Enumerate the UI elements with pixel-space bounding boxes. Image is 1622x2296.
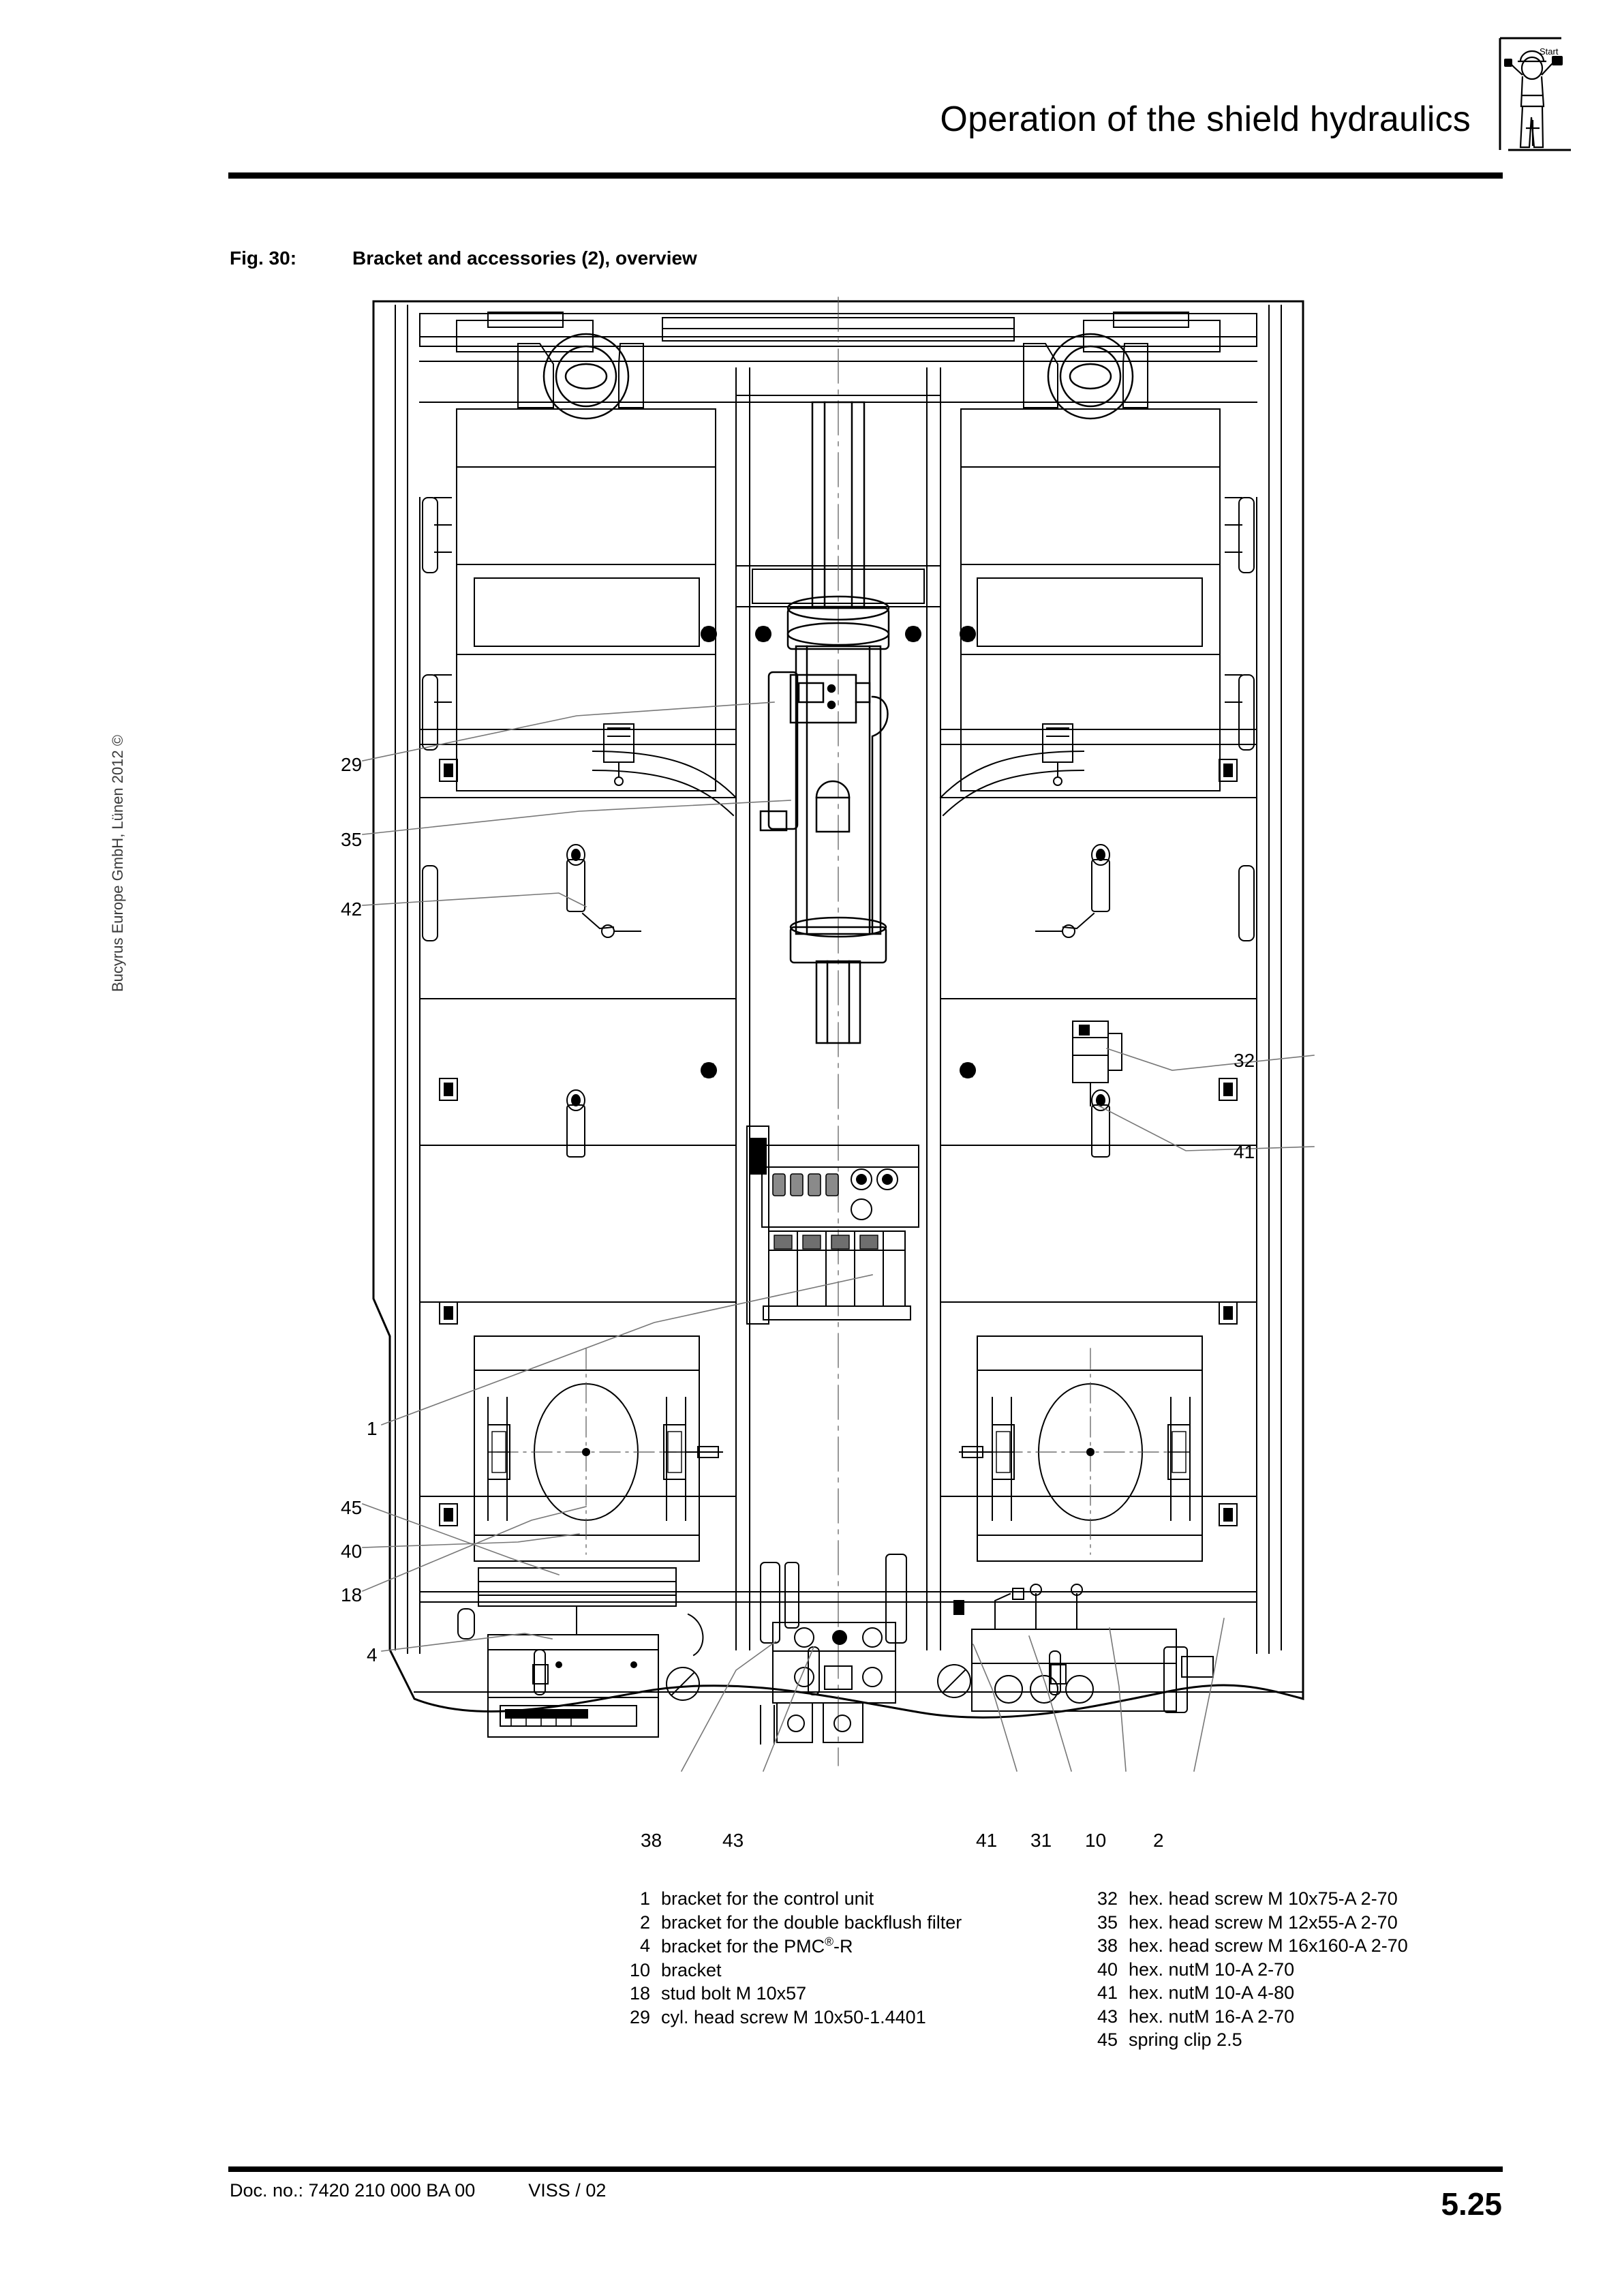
parts-list-item: 2 bracket for the double backflush filte…: [613, 1911, 1018, 1935]
callout-31-bottom: 31: [1030, 1830, 1052, 1851]
parts-list-item: 45 spring clip 2.5: [1081, 2028, 1486, 2052]
callout-41-right: 41: [1234, 1141, 1255, 1162]
part-description: hex. head screw M 16x160-A 2-70: [1129, 1935, 1408, 1957]
page-title: Operation of the shield hydraulics: [940, 100, 1471, 139]
header-divider: [228, 172, 1503, 179]
part-number: 2: [639, 1912, 650, 1933]
parts-list-item: 10 bracket: [613, 1959, 1018, 1982]
callout-43-bottom: 43: [722, 1830, 744, 1851]
part-number: 41: [1097, 1982, 1118, 2004]
part-description: cyl. head screw M 10x50-1.4401: [661, 2006, 926, 2027]
part-description: bracket for the control unit: [661, 1888, 874, 1909]
part-number: 18: [629, 1983, 650, 2004]
callout-32: 32: [1234, 1050, 1255, 1071]
callout-2-bottom: 2: [1153, 1830, 1164, 1851]
footer-doc-number: Doc. no.: 7420 210 000 BA 00: [230, 2180, 476, 2201]
parts-list-item: 32 hex. head screw M 10x75-A 2-70: [1081, 1887, 1486, 1911]
part-number: 35: [1097, 1912, 1118, 1933]
parts-list-item: 41 hex. nutM 10-A 4-80: [1081, 1981, 1486, 2005]
part-number: 32: [1097, 1888, 1118, 1909]
part-number: 29: [629, 2006, 650, 2027]
svg-text:Start: Start: [1540, 46, 1559, 57]
part-description: hex. nutM 10-A 4-80: [1129, 1982, 1295, 2004]
part-number: 40: [1097, 1959, 1118, 1980]
figure-caption: Fig. 30: Bracket and accessories (2), ove…: [230, 247, 697, 269]
callout-41-bottom: 41: [976, 1830, 998, 1851]
callout-1: 1: [367, 1418, 378, 1439]
part-description: hex. head screw M 12x55-A 2-70: [1129, 1912, 1398, 1933]
part-description: hex. nutM 10-A 2-70: [1129, 1959, 1295, 1980]
part-description: hex. head screw M 10x75-A 2-70: [1129, 1888, 1398, 1909]
parts-list-item: 38 hex. head screw M 16x160-A 2-70: [1081, 1934, 1486, 1958]
callout-45: 45: [341, 1497, 363, 1518]
parts-legend-left-column: 1 bracket for the control unit 2 bracket…: [613, 1887, 1018, 2052]
figure-caption-text: Bracket and accessories (2), overview: [352, 247, 697, 269]
figure-label: Fig. 30:: [230, 247, 297, 269]
callout-38-bottom: 38: [641, 1830, 662, 1851]
callout-18: 18: [341, 1584, 363, 1605]
callout-40: 40: [341, 1541, 363, 1562]
parts-list-item: 35 hex. head screw M 12x55-A 2-70: [1081, 1911, 1486, 1935]
footer-meta: Doc. no.: 7420 210 000 BA 00 VISS / 02: [230, 2180, 606, 2201]
footer-revision: VISS / 02: [528, 2180, 607, 2201]
callout-4: 4: [367, 1644, 378, 1665]
page-number: 5.25: [1441, 2186, 1502, 2222]
part-description: bracket: [661, 1959, 722, 1980]
footer-divider: [228, 2166, 1503, 2172]
part-description: bracket for the PMC®-R: [661, 1935, 853, 1957]
operator-start-icon: Start: [1490, 33, 1576, 159]
parts-legend-right-column: 32 hex. head screw M 10x75-A 2-70 35 hex…: [1081, 1887, 1486, 2052]
part-number: 38: [1097, 1935, 1118, 1957]
callout-29: 29: [341, 754, 363, 775]
callout-35: 35: [341, 829, 363, 850]
parts-list-item: 40 hex. nutM 10-A 2-70: [1081, 1958, 1486, 1982]
part-number: 1: [639, 1888, 650, 1909]
parts-list-item: 4 bracket for the PMC®-R: [613, 1934, 1018, 1959]
parts-list-item: 18 stud bolt M 10x57: [613, 1982, 1018, 2006]
parts-list-item: 43 hex. nutM 16-A 2-70: [1081, 2005, 1486, 2029]
callout-42: 42: [341, 898, 363, 920]
parts-list-item: 1 bracket for the control unit: [613, 1887, 1018, 1911]
part-number: 10: [629, 1959, 650, 1980]
parts-legend: 1 bracket for the control unit 2 bracket…: [613, 1887, 1486, 2052]
parts-list-item: 29 cyl. head screw M 10x50-1.4401: [613, 2006, 1018, 2029]
part-description: bracket for the double backflush filter: [661, 1912, 962, 1933]
technical-drawing-bracket-assembly: [354, 293, 1322, 1779]
part-number: 43: [1097, 2006, 1118, 2027]
part-number: 45: [1097, 2029, 1118, 2051]
callout-10-bottom: 10: [1085, 1830, 1107, 1851]
part-description: stud bolt M 10x57: [661, 1983, 807, 2004]
part-description: hex. nutM 16-A 2-70: [1129, 2006, 1295, 2027]
part-number: 4: [639, 1935, 650, 1957]
part-description: spring clip 2.5: [1129, 2029, 1242, 2051]
copyright-notice: Bucyrus Europe GmbH, Lünen 2012 ©: [109, 735, 126, 992]
